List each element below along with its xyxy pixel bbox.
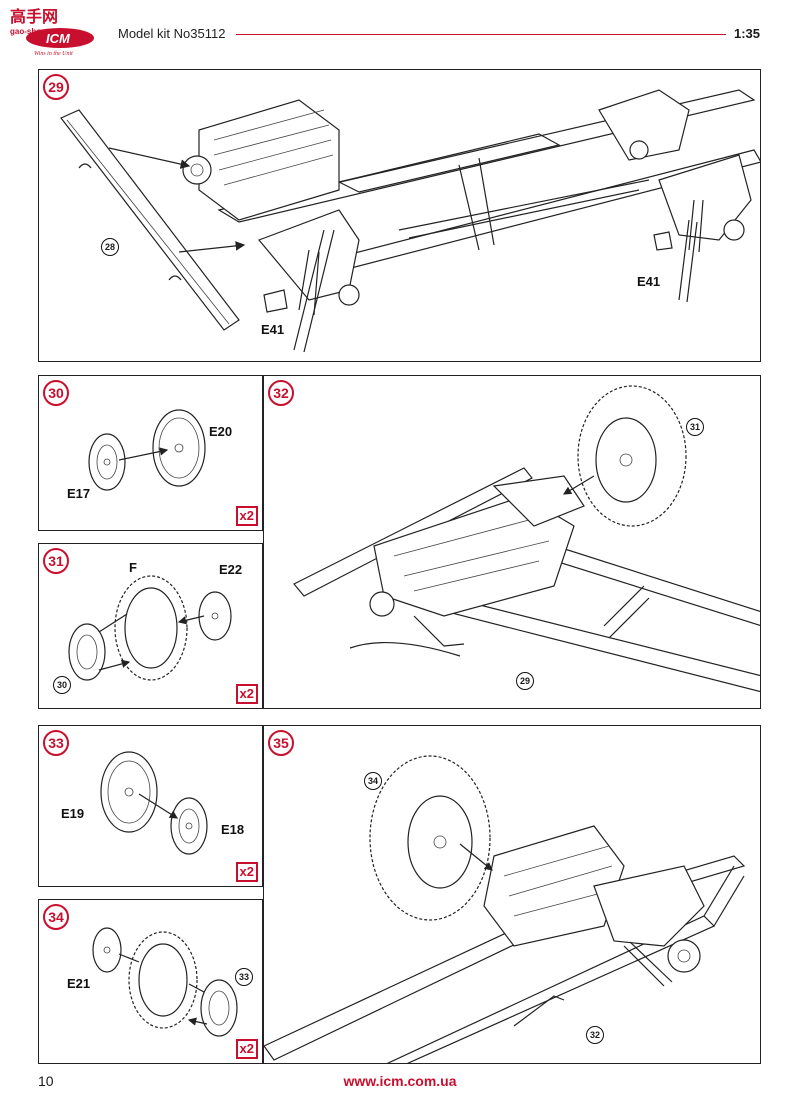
- part-ref-29: 29: [516, 672, 534, 690]
- step-34-panel: 34 E21 33 x2: [38, 899, 263, 1064]
- step-33-panel: 33 E19 E18 x2: [38, 725, 263, 887]
- step-30-illustration: [88, 409, 206, 491]
- step-32-panel: 32 31 29: [263, 375, 761, 709]
- part-label-e22: E22: [219, 562, 243, 577]
- svg-text:高手网: 高手网: [10, 7, 58, 26]
- part-label-e21: E21: [67, 976, 91, 991]
- svg-text:gao-shou.com: gao-shou.com: [10, 27, 65, 36]
- part-label-e41-right: E41: [637, 274, 661, 289]
- multiplier-badge: x2: [235, 1039, 258, 1059]
- part-ref-32: 32: [586, 1026, 604, 1044]
- footer-url[interactable]: www.icm.com.ua: [343, 1073, 457, 1089]
- step-29-number: 29: [43, 74, 69, 100]
- step-35-panel: 35 34 32: [263, 725, 761, 1064]
- step-30-number: 30: [43, 380, 69, 406]
- part-label-e41-left: E41: [261, 322, 285, 337]
- icm-logo: ICM 高手网 gao-shou.com Wins in the Unit: [6, 4, 110, 57]
- step-34-illustration: [92, 927, 238, 1037]
- step-29-illustration: [60, 89, 760, 353]
- step-32-illustration: [293, 385, 760, 693]
- page-header: ICM 高手网 gao-shou.com Wins in the Unit Mo…: [0, 0, 800, 60]
- scale-label: 1:35: [734, 26, 761, 41]
- step-34-number: 34: [43, 904, 69, 930]
- page-number: 10: [38, 1073, 54, 1089]
- step-31-number: 31: [43, 548, 69, 574]
- header-rule: [236, 34, 726, 35]
- part-ref-31: 31: [686, 418, 704, 436]
- part-label-e20: E20: [209, 424, 233, 439]
- step-33-number: 33: [43, 730, 69, 756]
- step-29-panel: 29 28 E41 E41: [38, 69, 761, 362]
- svg-text:Wins in the Unit: Wins in the Unit: [34, 51, 73, 56]
- part-label-e19: E19: [61, 806, 85, 821]
- part-label-f: F: [129, 560, 137, 575]
- part-label-e17: E17: [67, 486, 91, 501]
- multiplier-badge: x2: [235, 506, 258, 526]
- step-32-number: 32: [268, 380, 294, 406]
- part-ref-30: 30: [53, 676, 71, 694]
- step-35-number: 35: [268, 730, 294, 756]
- step-35-illustration: [264, 755, 746, 1063]
- step-31-panel: 31 F E22 30 x2: [38, 543, 263, 709]
- part-label-e18: E18: [221, 822, 245, 837]
- part-ref-33: 33: [235, 968, 253, 986]
- step-30-panel: 30 E20 E17 x2: [38, 375, 263, 531]
- part-ref-34: 34: [364, 772, 382, 790]
- multiplier-badge: x2: [235, 862, 258, 882]
- multiplier-badge: x2: [235, 684, 258, 704]
- step-33-illustration: [100, 751, 208, 855]
- icm-logo-graphic: ICM 高手网 gao-shou.com Wins in the Unit: [10, 7, 94, 57]
- kit-number: Model kit No35112: [118, 26, 226, 41]
- step-31-illustration: [68, 575, 232, 681]
- svg-text:ICM: ICM: [46, 31, 71, 46]
- part-ref-28: 28: [101, 238, 119, 256]
